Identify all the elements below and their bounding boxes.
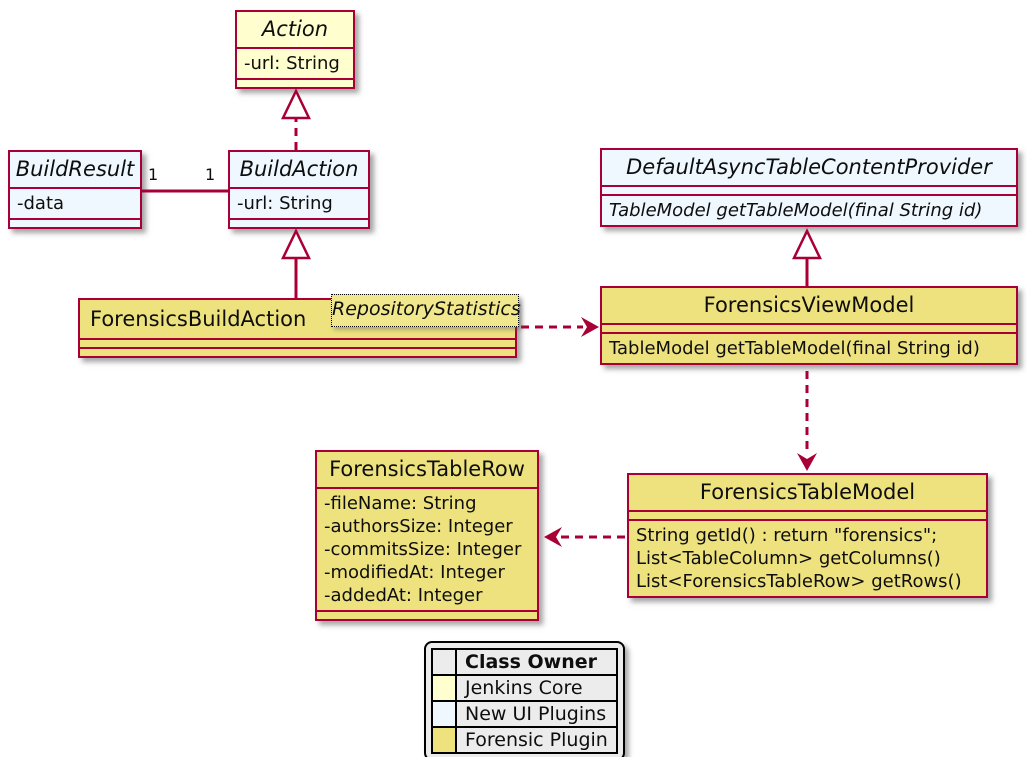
class-defaultasynctablecontentprovider: DefaultAsyncTableContentProvider TableMo… xyxy=(600,148,1018,227)
class-buildresult: BuildResult -data xyxy=(8,150,142,229)
method: List<ForensicsTableRow> getRows() xyxy=(636,571,962,592)
class-forensicsbuildaction-title: ForensicsBuildAction xyxy=(90,307,307,331)
class-forensicstablerow: ForensicsTableRow -fileName: String -aut… xyxy=(315,450,539,621)
class-forensicstablerow-attributes: -fileName: String -authorsSize: Integer … xyxy=(317,487,537,610)
attribute: -data xyxy=(17,193,65,214)
class-forensicsviewmodel-title: ForensicsViewModel xyxy=(703,293,915,317)
class-buildaction: BuildAction -url: String xyxy=(228,150,370,229)
class-forensicstablemodel-methods: String getId() : return "forensics"; Lis… xyxy=(629,519,986,596)
attribute: -commitsSize: Integer xyxy=(324,539,522,560)
multiplicity-buildresult-end: 1 xyxy=(148,165,159,184)
extension-forensicsviewmodel-provider xyxy=(792,228,822,286)
class-forensicsviewmodel-methods: TableModel getTableModel(final String id… xyxy=(602,332,1016,363)
attributes-compartment-empty xyxy=(602,185,1016,194)
dependency-forensicsviewmodel-forensicstablemodel xyxy=(797,371,817,471)
legend-label-new-ui-plugins: New UI Plugins xyxy=(455,700,618,728)
attribute: -modifiedAt: Integer xyxy=(324,562,505,583)
class-forensicstablemodel-title: ForensicsTableModel xyxy=(699,480,916,504)
legend-label-forensic-plugin: Forensic Plugin xyxy=(455,726,618,754)
legend-row-forensic-plugin: Forensic Plugin xyxy=(431,726,618,754)
method: String getId() : return "forensics"; xyxy=(636,525,938,546)
class-defaultasynctablecontentprovider-title: DefaultAsyncTableContentProvider xyxy=(626,155,992,179)
attribute: -authorsSize: Integer xyxy=(324,516,513,537)
legend: Class Owner Jenkins Core New UI Plugins … xyxy=(424,641,625,757)
class-buildresult-title: BuildResult xyxy=(15,157,135,181)
method: List<TableColumn> getColumns() xyxy=(636,548,941,569)
class-action-methods-empty xyxy=(237,78,353,87)
legend-table: Class Owner Jenkins Core New UI Plugins … xyxy=(431,648,618,754)
method: TableModel getTableModel(final String id… xyxy=(609,200,983,221)
class-defaultasynctablecontentprovider-methods: TableModel getTableModel(final String id… xyxy=(602,194,1016,225)
class-buildaction-methods-empty xyxy=(230,218,368,227)
attributes-compartment-empty xyxy=(80,338,515,347)
class-buildaction-attributes: -url: String xyxy=(230,187,368,218)
dependency-forensicstablemodel-forensicstablerow xyxy=(544,527,625,547)
realization-buildaction-action xyxy=(281,88,311,150)
methods-compartment-empty xyxy=(80,347,515,356)
multiplicity-buildaction-end: 1 xyxy=(205,165,216,184)
attribute: -addedAt: Integer xyxy=(324,585,483,606)
dependency-forensicsbuildaction-forensicsviewmodel xyxy=(521,317,599,337)
class-buildaction-title: BuildAction xyxy=(239,157,359,181)
legend-header-label: Class Owner xyxy=(455,648,618,676)
legend-label-jenkins-core: Jenkins Core xyxy=(455,674,618,702)
class-forensicstablemodel: ForensicsTableModel String getId() : ret… xyxy=(627,473,988,598)
attributes-compartment-empty xyxy=(629,510,986,519)
note-repositorystatistics: RepositoryStatistics xyxy=(331,294,521,327)
legend-header-swatch xyxy=(431,648,457,676)
legend-swatch-jenkins-core xyxy=(431,674,457,702)
class-buildresult-attributes: -data xyxy=(10,187,140,218)
attribute: -url: String xyxy=(244,53,340,74)
attributes-compartment-empty xyxy=(602,323,1016,332)
legend-swatch-forensic-plugin xyxy=(431,726,457,754)
class-forensicstablerow-title: ForensicsTableRow xyxy=(329,457,525,481)
extension-forensicsbuildaction-buildaction xyxy=(281,228,311,298)
class-action: Action -url: String xyxy=(235,10,355,89)
legend-header-row: Class Owner xyxy=(431,648,618,676)
legend-row-new-ui-plugins: New UI Plugins xyxy=(431,700,618,728)
class-forensicsviewmodel: ForensicsViewModel TableModel getTableMo… xyxy=(600,286,1018,365)
class-action-title: Action xyxy=(261,17,329,41)
attribute: -url: String xyxy=(237,193,333,214)
legend-row-jenkins-core: Jenkins Core xyxy=(431,674,618,702)
legend-swatch-new-ui-plugins xyxy=(431,700,457,728)
class-buildresult-methods-empty xyxy=(10,218,140,227)
method: TableModel getTableModel(final String id… xyxy=(609,338,980,359)
attribute: -fileName: String xyxy=(324,493,477,514)
class-action-attributes: -url: String xyxy=(237,47,353,78)
methods-compartment-empty xyxy=(317,610,537,619)
